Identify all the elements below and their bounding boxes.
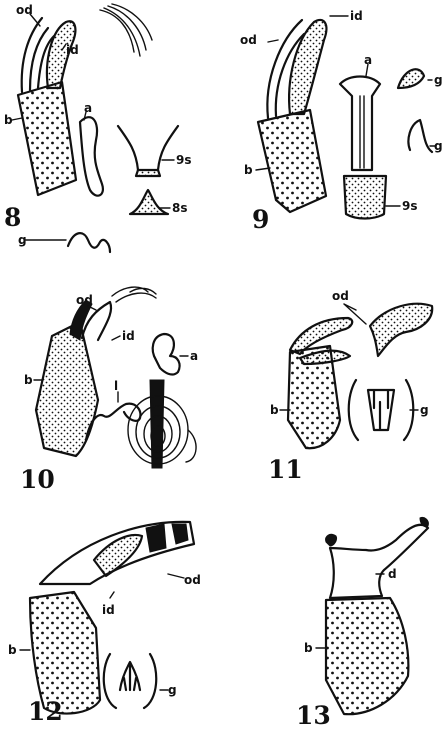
- fig8-label-b: b: [4, 113, 13, 127]
- fig9-genital-g-lower: [408, 120, 432, 152]
- fig8-label-a: a: [84, 101, 92, 115]
- fig9-label-id: id: [350, 9, 363, 23]
- fig9-label-od: od: [240, 33, 257, 47]
- figure-13: d b 13: [296, 517, 428, 729]
- fig11-label-g: g: [420, 403, 429, 417]
- fig8-genital-g: [68, 233, 110, 252]
- fig13-tip: [326, 534, 337, 546]
- fig8-spine-cluster: [100, 4, 152, 56]
- fig12-label-g: g: [168, 683, 177, 697]
- figure-8: od id a b g 9s 8s 8: [4, 3, 192, 252]
- fig10-aedeagus-shaft: [150, 380, 164, 468]
- fig8-basal-segment: [18, 82, 76, 195]
- fig8-label-g: g: [18, 233, 27, 247]
- figure-10: od id b l a 10: [20, 287, 198, 494]
- fig8-sternite-9-base: [136, 170, 160, 176]
- fig9-sternite-9: [344, 176, 386, 219]
- fig12-dark-band: [146, 524, 166, 552]
- fig11-claw: [370, 304, 432, 356]
- fig9-inner-digitus: [289, 20, 326, 114]
- fig8-label-8s: 8s: [172, 201, 188, 215]
- fig10-aedeagus-head: [153, 334, 180, 375]
- fig11-number: 11: [268, 455, 303, 484]
- figure-9: od id a b g g 9s 9: [240, 9, 442, 234]
- fig9-basal-segment: [258, 110, 326, 212]
- fig9-label-b: b: [244, 163, 253, 177]
- fig9-genital-g-upper: [398, 69, 424, 88]
- fig8-aedeagus: [80, 117, 103, 195]
- fig13-number: 13: [296, 701, 331, 729]
- figure-12: od id b g 12: [8, 522, 201, 726]
- fig12-genital-g-inner: [120, 662, 140, 690]
- fig8-sternite-8: [130, 190, 168, 214]
- fig12-label-b: b: [8, 643, 17, 657]
- fig9-number: 9: [252, 205, 269, 234]
- fig10-label-b: b: [24, 373, 33, 387]
- fig12-basal-segment: [30, 592, 100, 714]
- fig12-number: 12: [28, 697, 63, 726]
- fig12-label-od: od: [184, 573, 201, 587]
- fig10-basal-segment: [36, 322, 98, 456]
- fig9-label-a: a: [364, 53, 372, 67]
- fig12-dark-band-2: [172, 524, 188, 544]
- fig10-label-a: a: [190, 349, 198, 363]
- fig13-label-b: b: [304, 641, 313, 655]
- fig10-label-od: od: [76, 293, 93, 307]
- fig10-label-l: l: [114, 379, 118, 393]
- fig8-sternite-9: [118, 126, 178, 170]
- fig8-number: 8: [4, 203, 21, 232]
- fig8-label-9s: 9s: [176, 153, 192, 167]
- fig11-label-od: od: [332, 289, 349, 303]
- fig10-spine-pair: [112, 287, 156, 302]
- fig11-genital-g-inner: [368, 390, 394, 430]
- figure-11: od b g 11: [268, 289, 432, 484]
- fig8-label-id: id: [66, 43, 79, 57]
- fig13-label-d: d: [388, 567, 397, 581]
- fig8-label-od: od: [16, 3, 33, 17]
- fig12-label-id: id: [102, 603, 115, 617]
- fig9-label-9s: 9s: [402, 199, 418, 213]
- fig10-number: 10: [20, 465, 55, 494]
- fig11-label-b: b: [270, 403, 279, 417]
- fig9-label-g-upper: g: [434, 73, 442, 87]
- fig10-label-id: id: [122, 329, 135, 343]
- fig9-aedeagus-lines: [360, 96, 364, 168]
- fig13-digitus: [330, 525, 428, 598]
- fig9-label-g-lower: g: [434, 139, 442, 153]
- fig13-basal-segment: [326, 598, 408, 714]
